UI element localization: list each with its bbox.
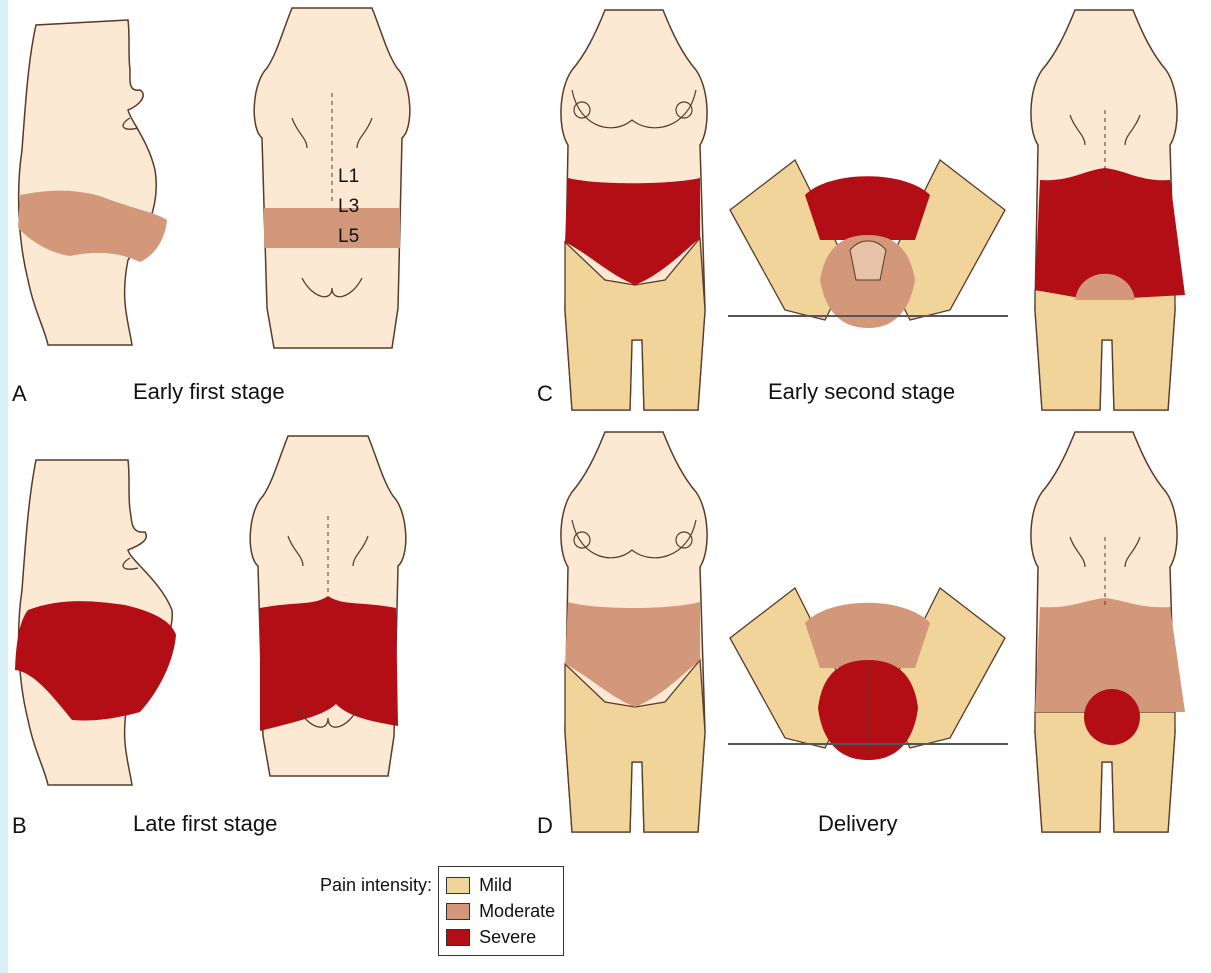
panel-d-perineal-view [728, 588, 1008, 760]
panel-a-caption: Early first stage [133, 379, 285, 405]
frame-strip [0, 0, 8, 973]
legend-item-severe: Severe [446, 924, 555, 950]
panel-b-artwork [15, 436, 406, 785]
panel-c-caption: Early second stage [768, 379, 955, 405]
panel-c-letter: C [537, 381, 553, 407]
legend: Pain intensity: Mild Moderate Severe [320, 866, 564, 956]
panel-b-caption: Late first stage [133, 811, 277, 837]
legend-item-mild: Mild [446, 872, 555, 898]
legend-swatch-severe [446, 929, 470, 946]
vertebra-label-l3: L3 [338, 196, 359, 218]
legend-box: Mild Moderate Severe [438, 866, 564, 956]
panel-d-caption: Delivery [818, 811, 897, 837]
legend-label-severe: Severe [479, 927, 536, 948]
vertebra-label-l5: L5 [338, 226, 359, 248]
panel-d-back-figure [1031, 432, 1185, 832]
legend-label-mild: Mild [479, 875, 512, 896]
panel-b-back-figure [250, 436, 406, 776]
panel-c-perineal-view [728, 160, 1008, 328]
legend-label-moderate: Moderate [479, 901, 555, 922]
panel-b-letter: B [12, 813, 27, 839]
panel-a-side-figure [18, 20, 167, 345]
panel-d-artwork [561, 432, 1185, 832]
panel-c-back-figure [1031, 10, 1185, 410]
legend-swatch-mild [446, 877, 470, 894]
legend-item-moderate: Moderate [446, 898, 555, 924]
legend-swatch-moderate [446, 903, 470, 920]
panel-a-letter: A [12, 381, 27, 407]
panel-b-side-figure [15, 460, 176, 785]
panel-a-back-figure [254, 8, 410, 348]
panel-d-front-figure [561, 432, 707, 832]
panel-d-letter: D [537, 813, 553, 839]
legend-title: Pain intensity: [320, 866, 432, 896]
panel-c-front-figure [561, 10, 707, 410]
panel-c-artwork [561, 10, 1185, 410]
vertebra-label-l1: L1 [338, 166, 359, 188]
